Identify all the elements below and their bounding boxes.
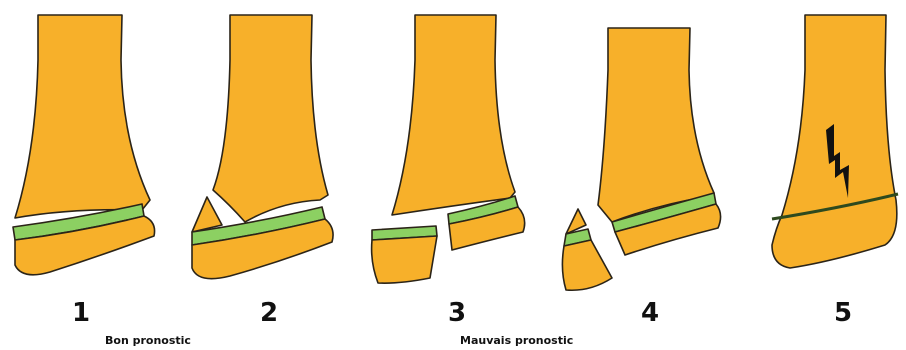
type-4-label: 4 — [630, 298, 670, 328]
type-3-metaphysis — [392, 15, 515, 215]
fracture-type-5-illustration — [772, 15, 898, 268]
type-1-label: 1 — [61, 298, 101, 328]
fracture-type-3-illustration — [372, 15, 525, 283]
type-3-label: 3 — [437, 298, 477, 328]
type-4-fragment-epiphysis — [562, 240, 612, 290]
type-2-label: 2 — [249, 298, 289, 328]
fracture-type-2-illustration — [192, 15, 333, 279]
type-5-bone — [772, 15, 897, 268]
type-4-main-metaphysis — [598, 28, 714, 222]
fracture-type-1-illustration — [13, 15, 155, 275]
type-3-epiphysis-left — [372, 236, 437, 283]
fracture-type-4-illustration — [562, 28, 720, 290]
type-2-metaphyseal-fragment — [192, 197, 222, 232]
good-prognosis-caption: Bon pronostic — [105, 334, 191, 347]
poor-prognosis-caption: Mauvais pronostic — [460, 334, 573, 347]
type-1-metaphysis — [15, 15, 150, 218]
type-2-metaphysis — [213, 15, 328, 222]
type-5-label: 5 — [823, 298, 863, 328]
